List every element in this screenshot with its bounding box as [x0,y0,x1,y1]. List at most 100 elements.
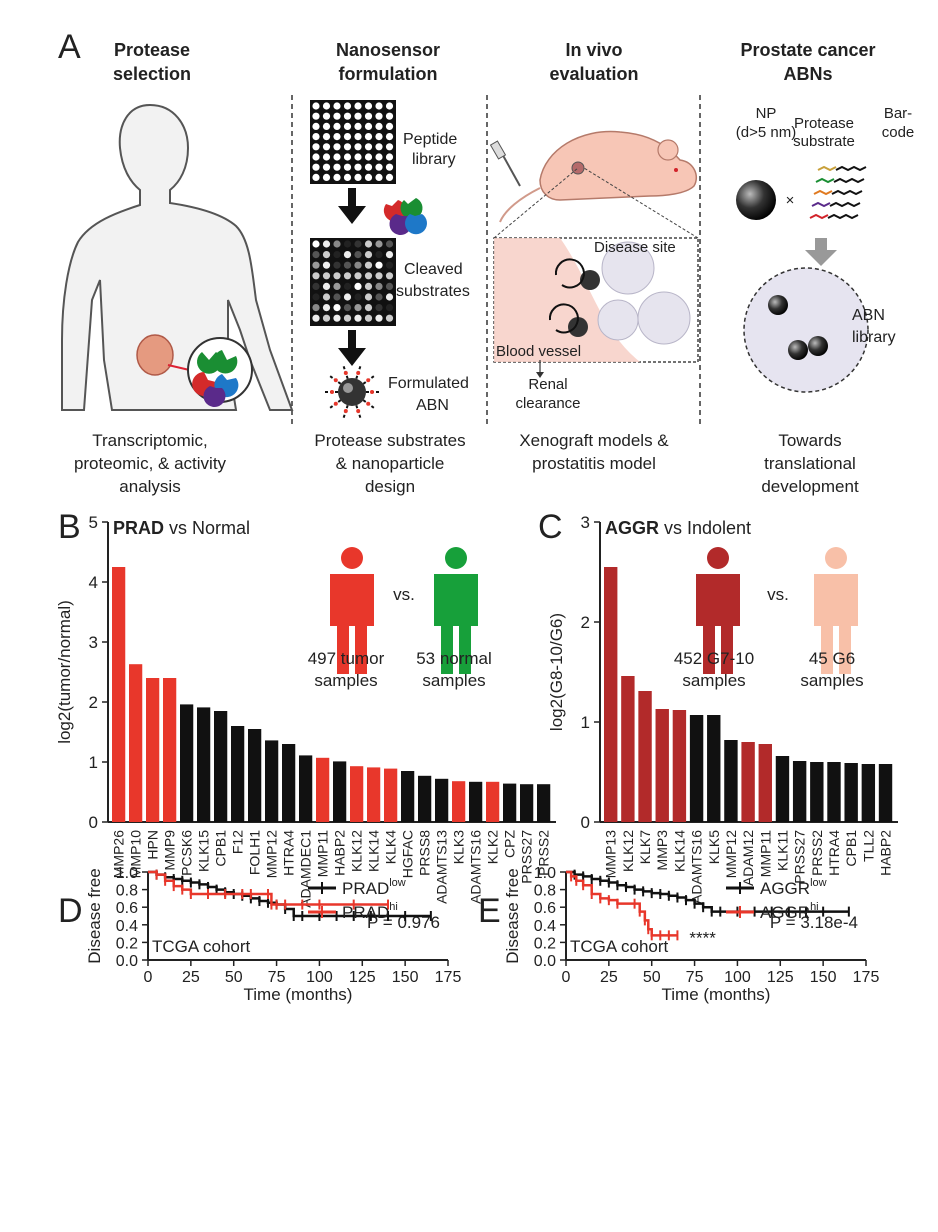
y-axis-label: log2(tumor/normal) [55,600,74,744]
x-tick-label: MMP26 [111,830,127,878]
grid-well [343,153,352,161]
blood-vessel-label: Blood vessel [496,343,581,360]
grid-well [312,122,320,130]
grid-well [333,293,341,301]
col2-caption-line2: & nanoparticle [336,454,445,473]
abn-library-label-line1: ABN [852,307,885,324]
spike-mark [343,370,348,375]
grid-background [310,238,396,326]
grid-well [322,153,331,161]
grid-well [312,314,320,322]
x-tick-label: ADAMDEC1 [298,830,314,908]
col3-title-line2: evaluation [549,64,638,84]
y-tick-label: 0.2 [534,935,556,952]
grid-well [364,122,373,130]
grid-well [333,173,341,181]
grid-well [343,282,352,290]
nanoparticle-icon [568,317,588,337]
grid-background [310,100,396,184]
grid-well [354,272,362,280]
cohort-label: TCGA cohort [152,937,251,956]
grid-well [312,304,320,312]
bar [878,764,893,822]
grid-well [375,133,383,141]
grid-well [333,282,341,290]
grid-well [385,293,394,301]
bar [604,567,618,822]
x-tick-label: PRSS2 [809,830,825,876]
person-body [434,574,478,674]
x-tick-label: 150 [392,969,419,986]
person-icon [696,547,740,674]
grid-well [364,112,373,120]
grid-well [375,240,383,248]
x-tick-label: PCSK6 [179,830,195,876]
y-tick-label: 1.0 [534,865,556,882]
chart-title: PRAD vs Normal [113,518,250,538]
peptide-library-label-line2: library [412,151,456,168]
x-tick-label: ADAMTS16 [468,830,484,904]
y-tick-label: 3 [89,633,98,652]
x-tick-label: KLK4 [383,830,399,864]
indolent-count-label: 45 G6 [809,649,855,668]
grid-well [375,173,383,181]
x-tick-label: PRSS27 [519,830,535,884]
grid-well [354,153,362,161]
legend-sup: low [810,877,827,889]
grid-well [343,240,352,248]
legend-sup: low [389,877,406,889]
col4-caption-line2: translational [764,454,856,473]
x-tick-label: 0 [562,969,571,986]
grid-well [375,282,383,290]
col4-caption-line1: Towards [778,431,841,450]
aggr-count-label: 452 G7-10 [674,649,754,668]
legend-name: PRAD [342,903,389,922]
grid-well [312,293,320,301]
grid-well [312,173,320,181]
x-tick-label: KLK3 [451,830,467,864]
grid-well [364,282,373,290]
x-tick-label: KLK5 [706,830,722,864]
x-tick-label: CPB1 [213,830,229,867]
grid-well [364,314,373,322]
grid-well [322,122,331,130]
grid-well [333,251,341,259]
grid-well [322,143,331,151]
y-tick-label: 5 [89,513,98,532]
col2-caption-line3: design [365,477,415,496]
person-head [707,547,729,569]
spike-mark [333,378,338,383]
formulated-label-line2: ABN [416,397,449,414]
substrate-line [809,213,829,220]
barcode-line [827,213,859,220]
person-body [696,574,740,674]
y-tick-label: 2 [89,693,98,712]
renal-label-line1: Renal [528,376,567,393]
x-tick-label: ADAM12 [740,830,756,886]
grid-well [354,102,362,110]
bar [231,726,245,822]
grid-well [333,261,341,269]
x-tick-label: 50 [225,969,243,986]
grid-well [375,304,383,312]
col1-title-line1: Protease [114,40,190,60]
bar [112,567,126,822]
grid-well [375,153,383,161]
person-head [445,547,467,569]
x-tick-label: HTRA4 [826,830,842,876]
grid-well [364,163,373,171]
grid-well [343,261,352,269]
x-tick-label: KLK15 [196,830,212,872]
legend-label: AGGRhi [760,901,819,922]
col2-title-line2: formulation [339,64,438,84]
x-tick-label: F12 [230,830,246,854]
x-tick-label: MMP13 [603,830,619,878]
bar [810,762,824,822]
substrate-barcode-lines [809,165,867,220]
cleaved-substrates-grid-icon [310,238,396,326]
grid-well [385,133,394,141]
x-tick-label: FOLH1 [247,830,263,875]
grid-well [343,251,352,259]
x-tick-label: 125 [767,969,794,986]
grid-well [354,122,362,130]
